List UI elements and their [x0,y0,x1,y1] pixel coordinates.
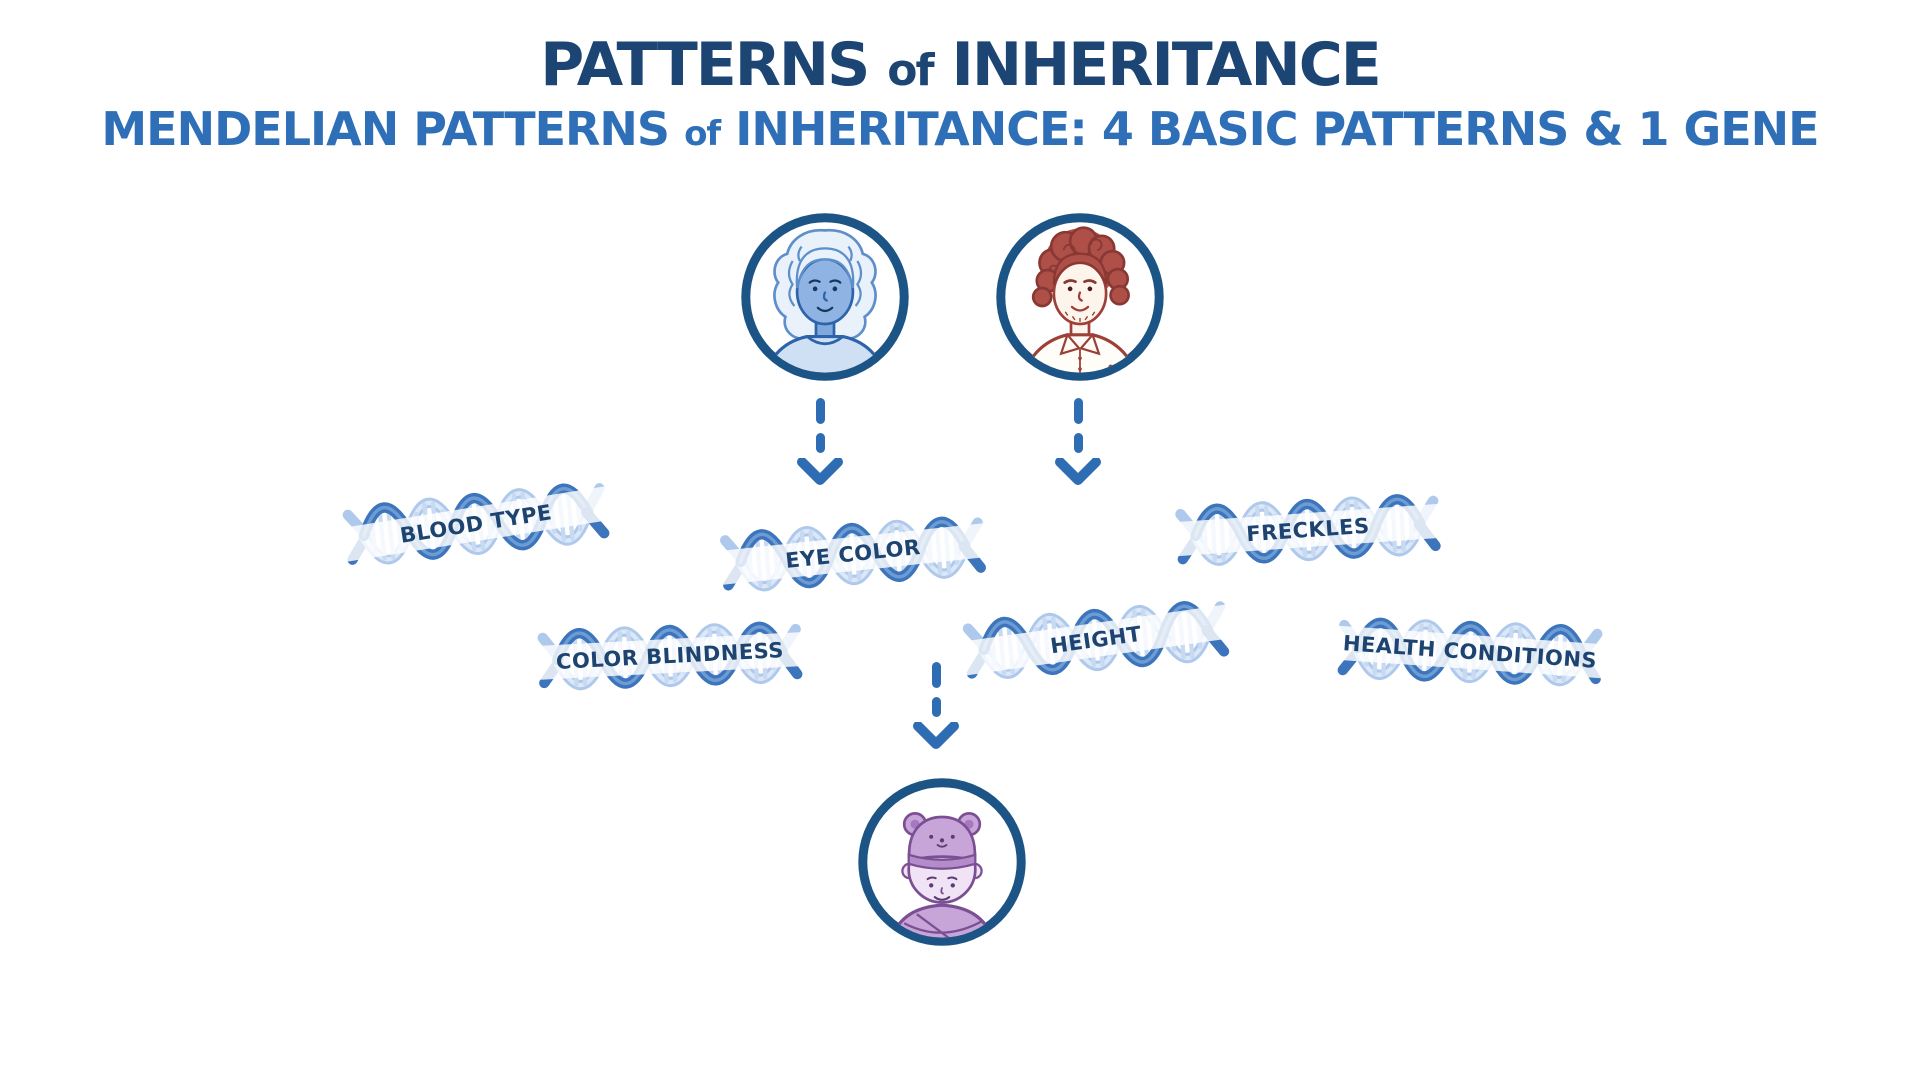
baby-portrait-icon [858,778,1026,946]
header: PATTERNS of INHERITANCE MENDELIAN PATTER… [0,34,1920,154]
arrow-dash [815,433,825,453]
trait-ribbon-blood-type: BLOOD TYPE [335,459,617,590]
page-title: PATTERNS of INHERITANCE [0,34,1920,97]
baby-portrait [852,772,1032,952]
father-portrait-icon [996,213,1164,381]
arrow-head-icon [913,722,959,749]
subtitle-connector: of [684,114,721,154]
trait-ribbon-color-blindness: COLOR BLINDNESS [529,599,811,712]
trait-ribbon-health-conditions: HEALTH CONDITIONS [1329,595,1611,708]
arrow-dash [815,398,825,424]
arrow-dash [931,697,941,717]
down-arrow-icon [913,662,959,750]
mother-portrait-icon [741,213,909,381]
title-lead: PATTERNS [540,30,870,100]
arrow-dash [1073,433,1083,453]
trait-ribbon-eye-color: EYE COLOR [711,493,995,615]
title-tail: INHERITANCE [951,30,1382,100]
trait-ribbon-height: HEIGHT [954,577,1238,703]
down-arrow-icon [797,398,843,486]
page-subtitle: MENDELIAN PATTERNS of INHERITANCE: 4 BAS… [0,105,1920,153]
title-connector: of [887,45,934,96]
trait-ribbon-freckles: FRECKLES [1167,471,1449,588]
subtitle-tail: INHERITANCE: 4 BASIC PATTERNS & 1 GENE [735,102,1819,156]
down-arrow-icon [1055,398,1101,486]
arrow-dash [931,662,941,688]
subtitle-lead: MENDELIAN PATTERNS [101,102,670,156]
arrow-dash [1073,398,1083,424]
father-portrait [990,207,1170,387]
arrow-head-icon [1055,458,1101,485]
arrow-head-icon [797,458,843,485]
mother-portrait [735,207,915,387]
